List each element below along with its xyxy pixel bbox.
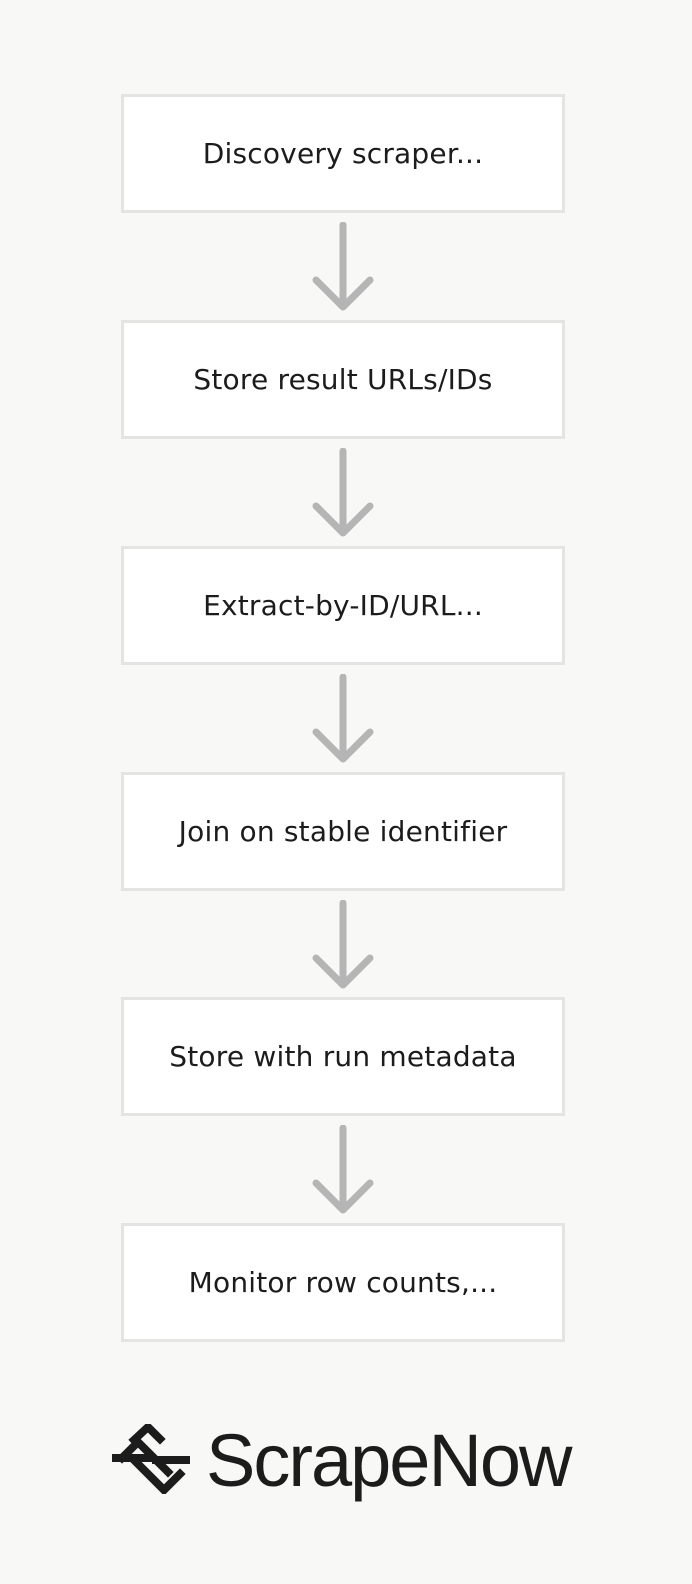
step-box-monitor: Monitor row counts,... xyxy=(121,1223,565,1342)
step-label: Store with run metadata xyxy=(169,1040,517,1073)
step-box-store-metadata: Store with run metadata xyxy=(121,997,565,1116)
step-box-extract: Extract-by-ID/URL... xyxy=(121,546,565,665)
arrow-down-icon xyxy=(312,900,374,992)
step-label: Monitor row counts,... xyxy=(188,1266,498,1299)
step-label: Join on stable identifier xyxy=(178,815,508,848)
step-label: Store result URLs/IDs xyxy=(193,363,493,396)
arrow-down-icon xyxy=(312,222,374,314)
step-label: Discovery scraper... xyxy=(202,137,484,170)
arrow-down-icon xyxy=(312,674,374,766)
brand-logo: ScrapeNow xyxy=(111,1418,582,1504)
arrow-down-icon xyxy=(312,448,374,540)
arrow-down-icon xyxy=(312,1125,374,1217)
step-box-discovery: Discovery scraper... xyxy=(121,94,565,213)
scrapenow-logo-icon xyxy=(111,1421,190,1496)
step-label: Extract-by-ID/URL... xyxy=(203,589,483,622)
brand-name: ScrapeNow xyxy=(206,1419,573,1502)
step-box-join: Join on stable identifier xyxy=(121,772,565,891)
step-box-store-urls: Store result URLs/IDs xyxy=(121,320,565,439)
